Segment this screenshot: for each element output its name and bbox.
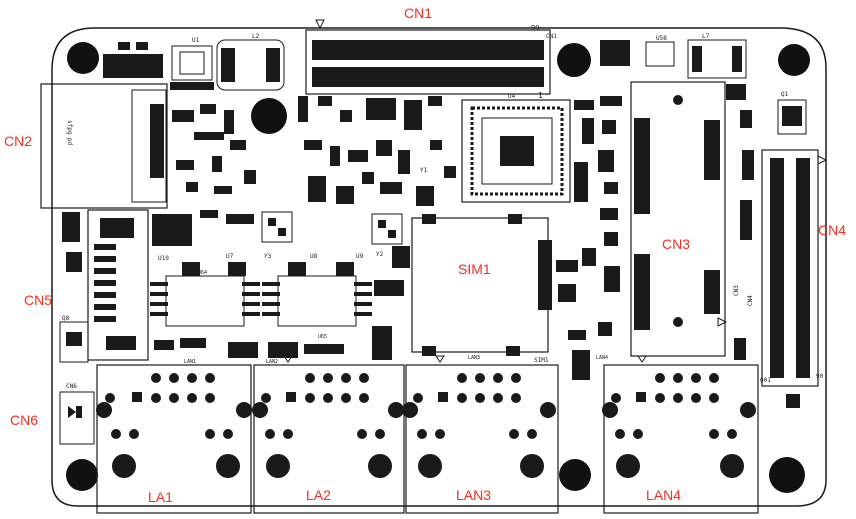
y3-ref: Y3 [264, 253, 272, 260]
u4-ref: U4 [508, 93, 516, 100]
q1-component: Q1 [777, 91, 807, 135]
sim1-ref: SIM1 [534, 357, 549, 364]
q8-component: Q8 [59, 315, 89, 363]
top-left-pads [103, 42, 214, 90]
lan3-label: LAN3 [456, 487, 492, 503]
cn1-label: CN1 [404, 5, 433, 21]
l2-inductor: L2 [216, 33, 285, 91]
lan3-ref: LAN3 [468, 355, 480, 361]
u7-ref: U7 [226, 253, 234, 260]
lan-jack-4: LAN4 [596, 355, 759, 514]
u4-processor: U4 [461, 93, 571, 203]
u1-component: U1 [171, 37, 213, 81]
q8-ref: Q8 [62, 315, 70, 322]
q1-ref: Q1 [781, 91, 789, 98]
l7-ref: L7 [702, 33, 710, 40]
u1-ref: U1 [192, 37, 200, 44]
cn6-label: CN6 [10, 412, 39, 428]
cn5-label: CN5 [24, 292, 53, 308]
u8-ref: U8 [310, 253, 318, 260]
cn1-pin-start: 1 [538, 91, 543, 100]
cn2-label: CN2 [4, 133, 33, 149]
sim1-holder: SIM1 [411, 214, 549, 364]
cn1-connector: 99 CN1 1 [305, 19, 557, 100]
l7-inductor: L7 [687, 33, 747, 79]
lan-jack-3: LAN3 [402, 355, 559, 514]
u9-ref: U9 [356, 253, 364, 260]
cn4-pin-start: 001 [760, 377, 771, 384]
u10-ref: U10 [158, 255, 169, 262]
cn3-ref: CN3 [733, 285, 740, 296]
l2-ref: L2 [252, 33, 260, 40]
u64-ref: U64 [198, 270, 207, 276]
cn3-label: CN3 [662, 236, 691, 252]
lan1-ref: LAN1 [184, 359, 196, 365]
smd-components [62, 40, 800, 408]
y1-ref: Y1 [420, 167, 428, 174]
la1-label: LA1 [148, 489, 173, 505]
u58-ref: U58 [656, 35, 667, 42]
board-outline [51, 27, 827, 507]
lan-jack-2: LAN2 [252, 355, 405, 514]
cn4-ref: CN4 [747, 295, 754, 306]
cn1-ref: CN1 [546, 33, 557, 40]
u65-ref: U65 [318, 334, 327, 340]
cn2-connector: sfpg pd [40, 83, 168, 209]
crystals: Y3 Y2 Y1 [261, 167, 428, 260]
mounting-holes [66, 42, 810, 493]
lan-jack-1: LAN1 [96, 359, 252, 514]
cn6-ref: CN6 [66, 383, 77, 390]
u58-component: U58 [645, 35, 675, 67]
y2-ref: Y2 [376, 251, 384, 258]
sim1-label: SIM1 [458, 261, 491, 277]
lan4-label: LAN4 [646, 487, 682, 503]
cn4-connector: CN4 001 90 [747, 149, 828, 387]
lan4-ref: LAN4 [596, 355, 608, 361]
cn3-connector: CN3 [630, 81, 740, 357]
transformer-ics: U10 U7 U8 U9 U64 U65 [150, 253, 372, 340]
cn1-pin-end: 99 [531, 24, 539, 32]
cn6-connector: CN6 [59, 383, 95, 445]
la2-label: LA2 [306, 487, 331, 503]
lan2-ref: LAN2 [266, 359, 278, 365]
cn2-text: sfpg pd [66, 120, 73, 146]
cn4-pin-end: 90 [816, 373, 824, 380]
cn4-label: CN4 [818, 222, 847, 238]
cn5-connector [87, 209, 149, 361]
